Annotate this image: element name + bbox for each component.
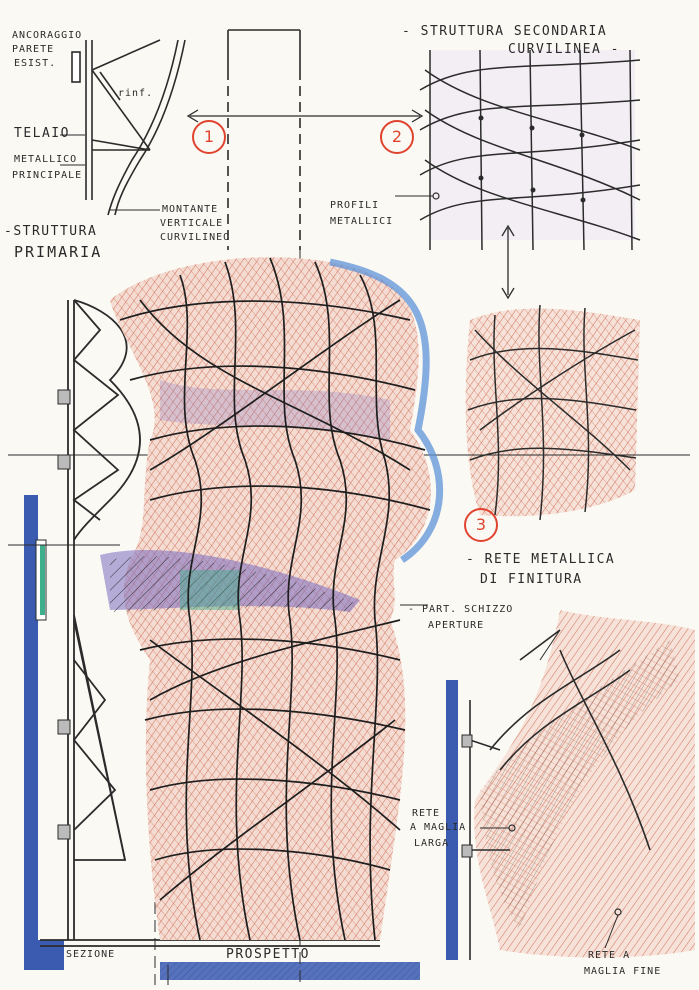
callout-number-2: 2 bbox=[380, 120, 414, 154]
detail-openings bbox=[446, 610, 695, 960]
detail-2-secondary-grid bbox=[395, 49, 641, 251]
callout-number-1: 1 bbox=[192, 120, 226, 154]
label-rete-larga-3: LARGA bbox=[414, 838, 450, 849]
section-anchors bbox=[57, 389, 71, 840]
label-rinf: rinf. bbox=[118, 88, 154, 99]
label-part-schizzo: - PART. SCHIZZO bbox=[408, 604, 514, 615]
label-metallico: METALLICO bbox=[14, 154, 78, 165]
dimension-arrow bbox=[186, 109, 424, 123]
label-rete-fine-2: MAGLIA FINE bbox=[584, 966, 662, 977]
label-profili: PROFILI bbox=[330, 200, 380, 211]
label-secondaria-1: - STRUTTURA SECONDARIA bbox=[402, 24, 608, 39]
section-ground bbox=[160, 962, 420, 980]
label-aperture: APERTURE bbox=[428, 620, 485, 631]
label-prospetto: PROSPETTO bbox=[226, 947, 310, 962]
label-parete: PARETE bbox=[12, 44, 55, 55]
elevation-curved-ribs bbox=[119, 257, 431, 941]
label-montante-3: CURVILINEO bbox=[160, 232, 231, 243]
label-rete-larga-2: A MAGLIA bbox=[410, 822, 467, 833]
label-principale: PRINCIPALE bbox=[12, 170, 83, 181]
label-ancoraggio: ANCORAGGIO bbox=[12, 30, 83, 41]
label-secondaria-2: CURVILINEA - bbox=[508, 42, 620, 57]
label-sezione: SEZIONE bbox=[66, 949, 116, 960]
leader-lines bbox=[60, 134, 561, 661]
label-primaria: PRIMARIA bbox=[14, 243, 103, 261]
callout-number-3: 3 bbox=[464, 508, 498, 542]
label-esist: ESIST. bbox=[14, 58, 57, 69]
section-truss bbox=[40, 299, 380, 947]
label-telaio: TELAIO bbox=[14, 126, 70, 141]
elevation-facade bbox=[100, 257, 444, 940]
detail-3-mesh-patch bbox=[465, 304, 640, 521]
detail-1-primary-structure bbox=[71, 29, 301, 250]
label-rete-larga-1: RETE bbox=[412, 808, 441, 819]
label-montante-2: VERTICALE bbox=[160, 218, 224, 229]
label-montante-1: MONTANTE bbox=[162, 204, 219, 215]
link-arrow bbox=[501, 224, 515, 300]
label-metallici: METALLICI bbox=[330, 216, 394, 227]
label-di-finitura: DI FINITURA bbox=[480, 572, 583, 587]
label-rete-fine-1: RETE A bbox=[588, 950, 631, 961]
label-rete-metallica: - RETE METALLICA bbox=[466, 552, 616, 567]
section-wall bbox=[24, 495, 64, 970]
label-struttura: -STRUTTURA bbox=[4, 224, 98, 239]
